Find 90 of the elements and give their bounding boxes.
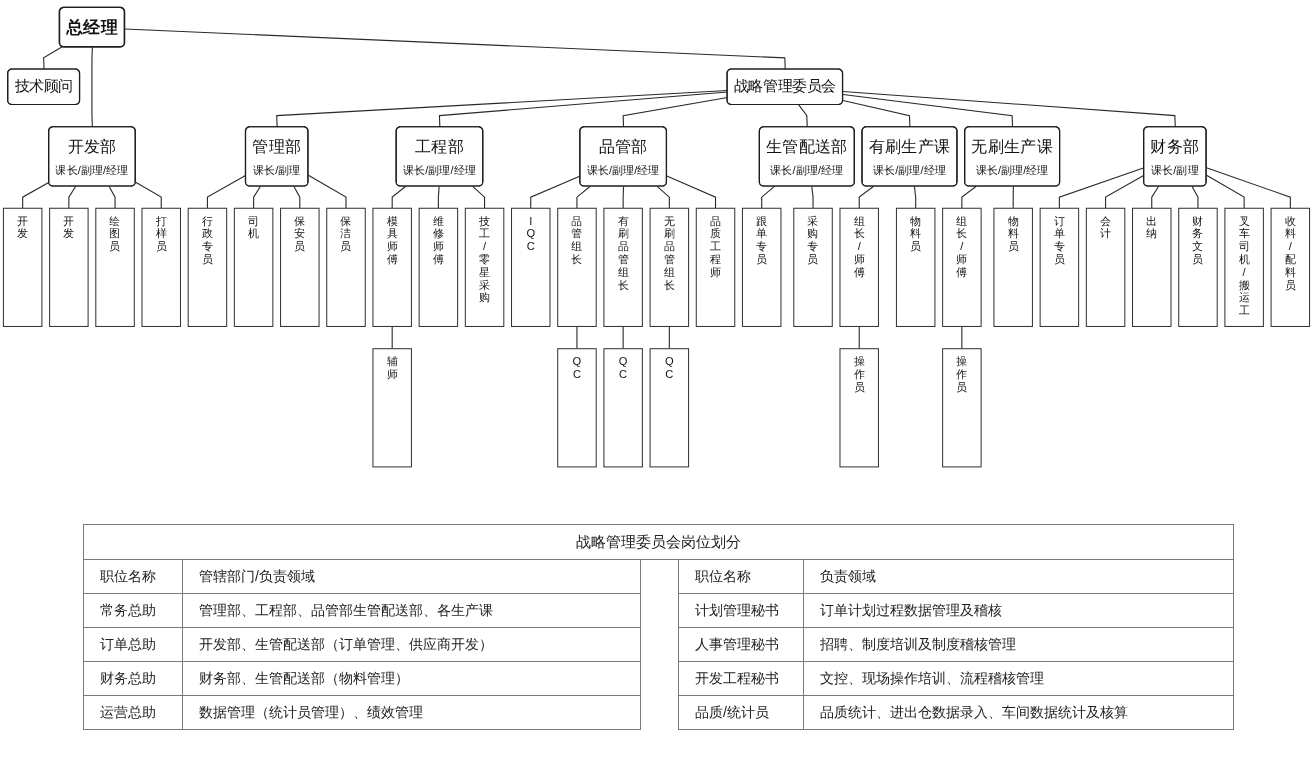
connector [858, 185, 874, 209]
connector [811, 185, 814, 209]
node-box: QC [557, 348, 597, 468]
node-box: 订单专员 [1039, 207, 1080, 327]
table-cell: 订单计划过程数据管理及稽核 [803, 593, 1234, 628]
connector [666, 175, 717, 209]
connector [253, 185, 261, 209]
node-box: 财务文员 [1178, 207, 1218, 327]
connector [391, 325, 393, 350]
connector [961, 185, 977, 209]
connector [622, 185, 625, 209]
node-box: 开发 [2, 207, 43, 327]
connector [91, 46, 93, 128]
table-cell: 订单总助 [83, 627, 183, 662]
connector [108, 185, 116, 209]
connector [913, 185, 917, 209]
node-box: 组长/师傅 [839, 207, 879, 327]
connector [842, 100, 911, 128]
table-cell: 开发部、生管配送部（订单管理、供应商开发） [182, 627, 641, 662]
connector [1151, 185, 1160, 209]
column-header: 管辖部门/负责领域 [182, 559, 641, 594]
connector [798, 104, 808, 128]
table-cell: 计划管理秘书 [678, 593, 804, 628]
connector [68, 185, 77, 209]
connector [124, 28, 786, 70]
node-box: 物料员 [895, 207, 936, 327]
node-box: 技工/零星采购 [464, 207, 505, 327]
node-box: 会计 [1085, 207, 1126, 327]
connector [668, 325, 670, 350]
connector [472, 185, 486, 209]
node-box: 跟单专员 [741, 207, 782, 327]
node-box: 采购专员 [793, 207, 833, 327]
connector [135, 181, 162, 209]
node-box: 收料/配料员 [1270, 207, 1311, 327]
node-box: 有刷品管组长 [603, 207, 643, 327]
node-box: 保洁员 [326, 207, 366, 327]
connector [437, 185, 440, 209]
node-box: 操作员 [839, 348, 879, 468]
table-cell: 品质/统计员 [678, 695, 804, 730]
column-header: 职位名称 [678, 559, 804, 594]
column-header: 负责领域 [803, 559, 1234, 594]
node-box: 辅师 [372, 348, 412, 468]
table-cell: 开发工程秘书 [678, 661, 804, 696]
table-cell: 管理部、工程部、品管部生管配送部、各生产课 [182, 593, 641, 628]
table-cell: 文控、现场操作培训、流程稽核管理 [803, 661, 1234, 696]
connector [858, 325, 860, 350]
table-cell: 品质统计、进出仓数据录入、车间数据统计及核算 [803, 695, 1234, 730]
connector [307, 174, 347, 209]
connector [761, 185, 775, 209]
node-box: QC [603, 348, 643, 468]
table-cell: 财务总助 [83, 661, 183, 696]
node-box: 打样员 [141, 207, 181, 327]
node-box: 绘图员 [95, 207, 135, 327]
node-box: 叉车司机/搬运工 [1224, 207, 1264, 327]
connector [22, 181, 50, 209]
connector [576, 185, 591, 209]
node-box: 品管组长 [557, 207, 597, 327]
connector [961, 325, 963, 350]
node-box: 维修师傅 [418, 207, 459, 327]
node-box: 出纳 [1132, 207, 1172, 327]
column-header: 职位名称 [83, 559, 183, 594]
node-box: 司机 [233, 207, 274, 327]
connector [43, 46, 63, 70]
connector [391, 185, 407, 209]
node-box: 无刷品管组长 [649, 207, 690, 327]
table-cell: 常务总助 [83, 593, 183, 628]
node-box: 开发 [49, 207, 89, 327]
node-box: 物料员 [993, 207, 1033, 327]
node-box: 行政专员 [187, 207, 228, 327]
connector [576, 325, 578, 350]
node-box: 保安员 [280, 207, 320, 327]
connector [842, 90, 1176, 128]
table-cell: 人事管理秘书 [678, 627, 804, 662]
connector [622, 325, 624, 350]
node-box: 组长/师傅 [942, 207, 982, 327]
table-cell: 数据管理（统计员管理）、绩效管理 [182, 695, 641, 730]
connector [656, 185, 670, 209]
node-box: 操作员 [942, 348, 982, 468]
table-title: 战略管理委员会岗位划分 [83, 524, 1234, 560]
table-cell: 运营总助 [83, 695, 183, 730]
connector [1191, 185, 1199, 209]
table-cell: 招聘、制度培训及制度稽核管理 [803, 627, 1234, 662]
node-box: 品质工程师 [695, 207, 736, 327]
connector [842, 93, 1014, 128]
node-box: QC [649, 348, 690, 468]
table-cell: 财务部、生管配送部（物料管理） [182, 661, 641, 696]
connector [293, 185, 301, 209]
node-box: IQC [511, 207, 551, 327]
connector [1012, 185, 1014, 209]
node-box: 模具师傅 [372, 207, 412, 327]
